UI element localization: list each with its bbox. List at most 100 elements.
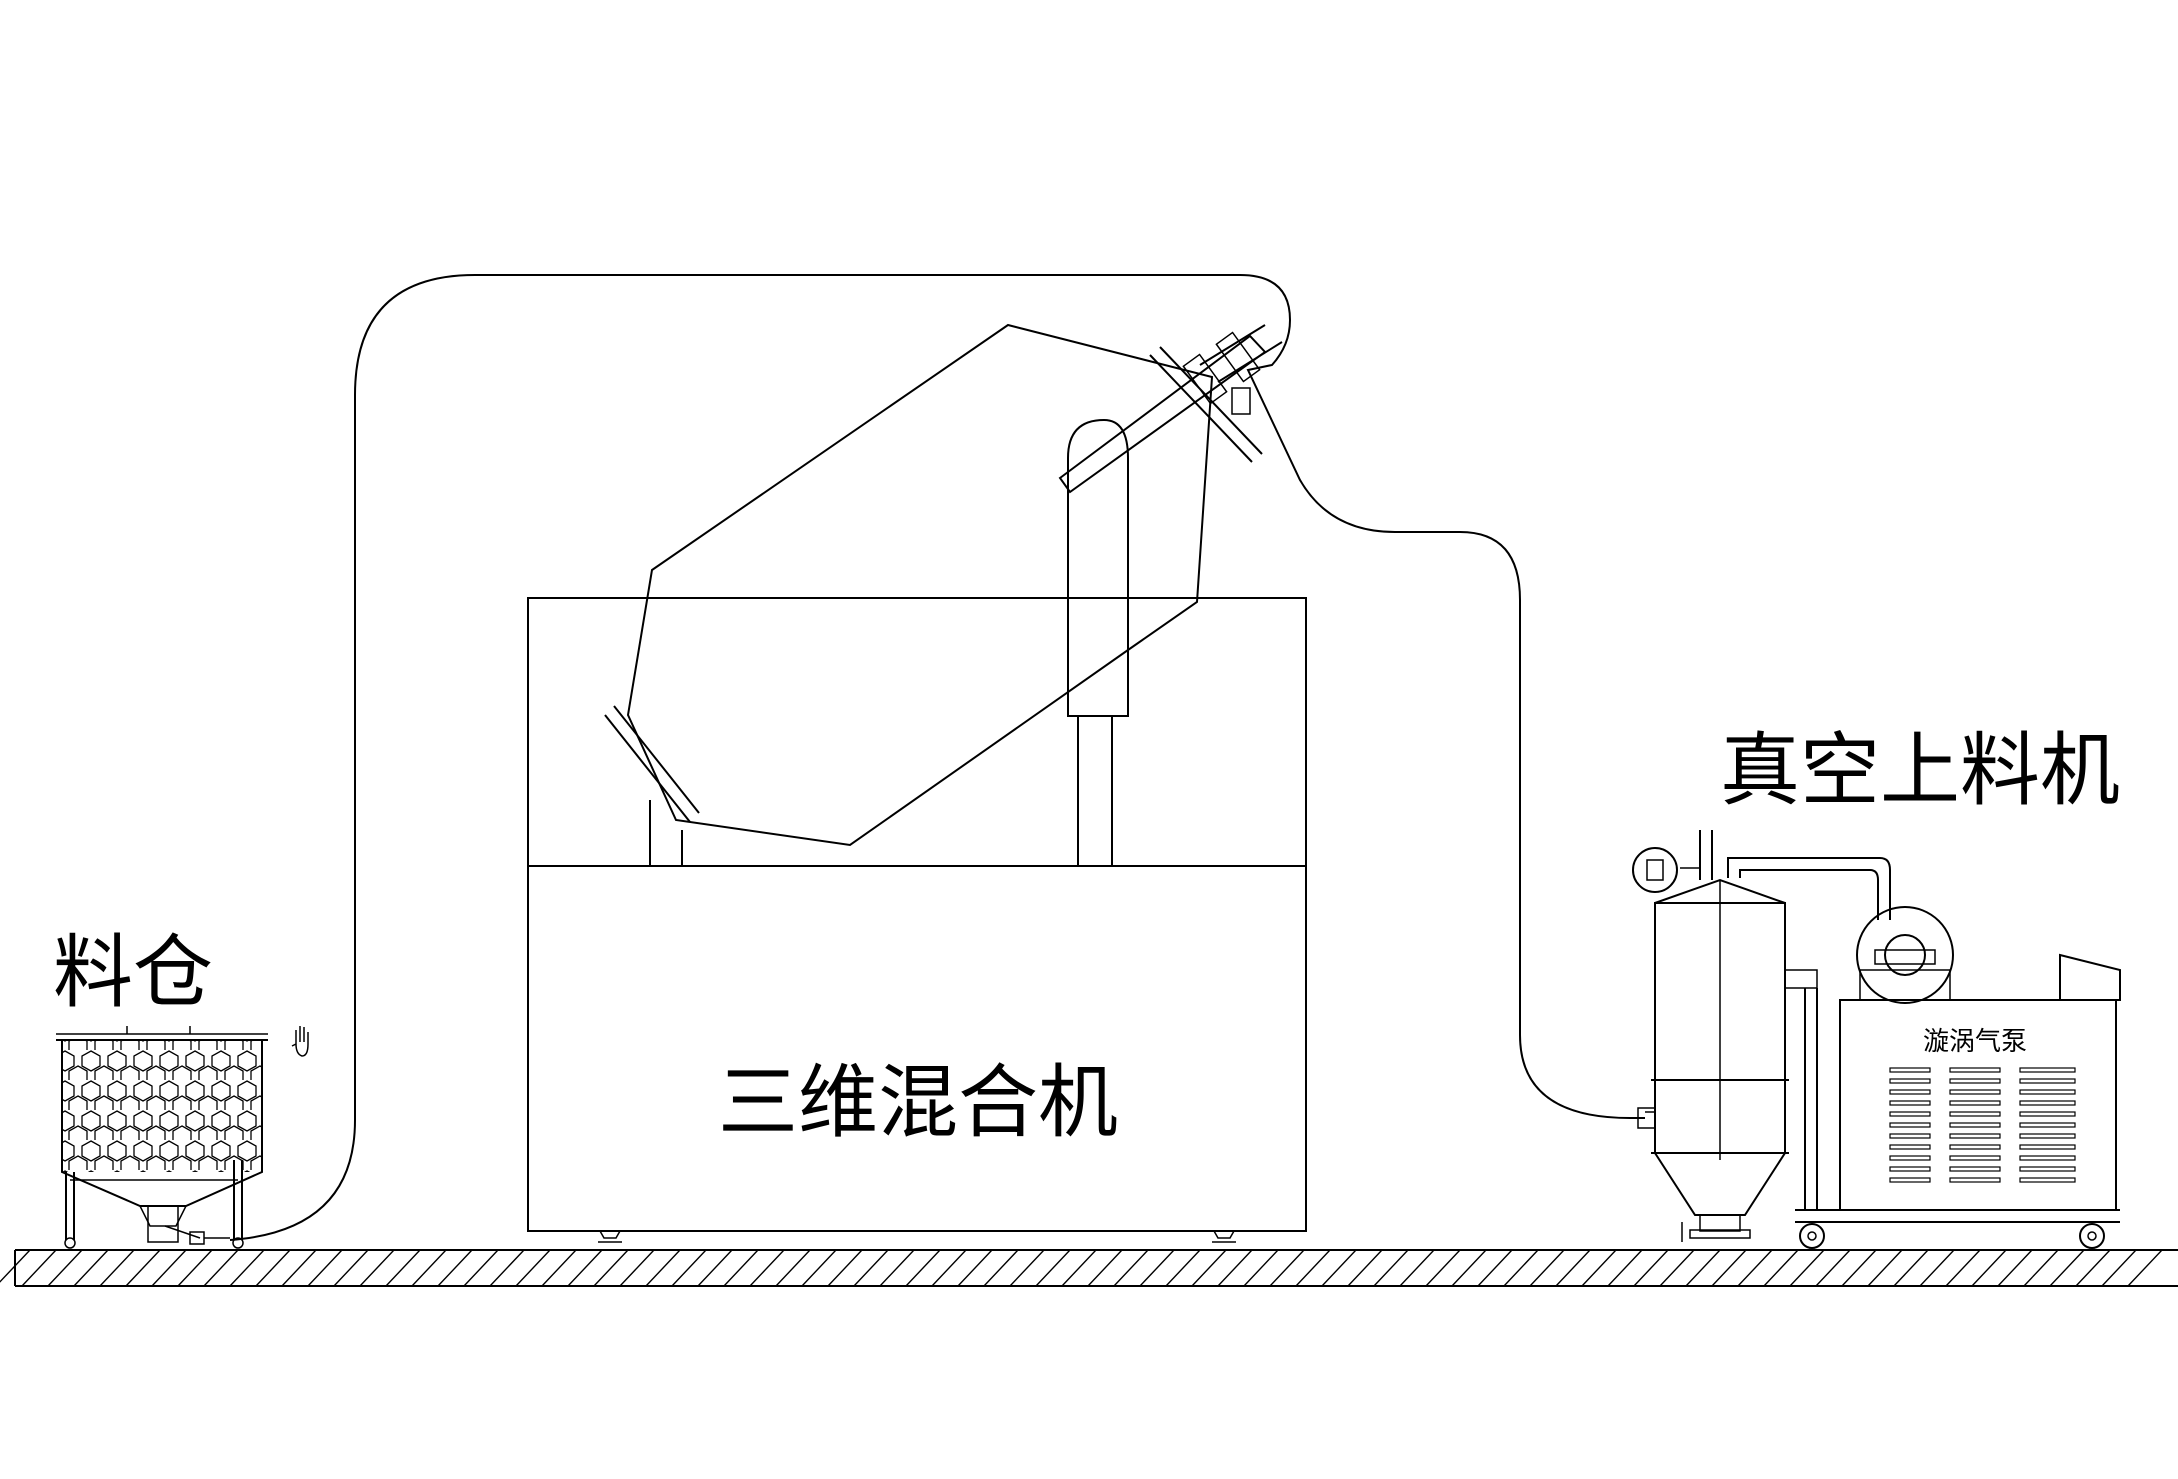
hatch-line <box>1451 1249 1487 1287</box>
hatch-line <box>1321 1249 1357 1287</box>
hatch-line <box>1373 1249 1409 1287</box>
vent-slot <box>1949 1166 2001 1172</box>
vent-slot <box>1889 1177 1931 1183</box>
hatch-line <box>1425 1249 1461 1287</box>
hatch-line <box>203 1249 239 1287</box>
vent-slot <box>2019 1122 2076 1128</box>
vent-slot <box>2019 1067 2076 1073</box>
hatch-line <box>307 1249 343 1287</box>
hatch-line <box>1841 1249 1877 1287</box>
vent-slot <box>1889 1100 1931 1106</box>
hatch-line <box>931 1249 967 1287</box>
hatch-line <box>125 1249 161 1287</box>
hatch-line <box>541 1249 577 1287</box>
hatch-line <box>1087 1249 1123 1287</box>
vent-slot <box>1949 1155 2001 1161</box>
cabinet-vents <box>1889 1067 2076 1183</box>
hatch-line <box>645 1249 681 1287</box>
vent-slot <box>1889 1111 1931 1117</box>
vent-slot <box>1889 1078 1931 1084</box>
hatch-line <box>411 1249 447 1287</box>
hatch-line <box>255 1249 291 1287</box>
hatch-line <box>1867 1249 1903 1287</box>
hatch-line <box>463 1249 499 1287</box>
hatch-line <box>1685 1249 1721 1287</box>
vacuum-loader-label: 真空上料机 <box>1720 724 2120 817</box>
vortex-pump-label: 漩涡气泵 <box>1923 1027 2027 1057</box>
vent-slot <box>2019 1100 2076 1106</box>
hatch-line <box>1945 1249 1981 1287</box>
vent-slot <box>2019 1133 2076 1139</box>
hatch-line <box>827 1249 863 1287</box>
hatch-line <box>1243 1249 1279 1287</box>
mixer-label: 三维混合机 <box>718 1056 1118 1149</box>
hatch-line <box>853 1249 889 1287</box>
hatch-line <box>1815 1249 1851 1287</box>
hatch-line <box>1555 1249 1591 1287</box>
hatch-line <box>1009 1249 1045 1287</box>
hatch-line <box>99 1249 135 1287</box>
vent-slot <box>1889 1089 1931 1095</box>
hatch-line <box>47 1249 83 1287</box>
hatch-line <box>281 1249 317 1287</box>
vent-slot <box>1949 1078 2001 1084</box>
vent-slot <box>1949 1100 2001 1106</box>
hatch-line <box>437 1249 473 1287</box>
hatch-line <box>1633 1249 1669 1287</box>
hatch-line <box>723 1249 759 1287</box>
hatch-line <box>2023 1249 2059 1287</box>
hatch-line <box>1165 1249 1201 1287</box>
hopper: 料仓 <box>53 926 309 1249</box>
hatch-line <box>359 1249 395 1287</box>
vent-slot <box>1889 1166 1931 1172</box>
hatch-line <box>1789 1249 1825 1287</box>
hatch-line <box>619 1249 655 1287</box>
vent-slot <box>1949 1111 2001 1117</box>
hatch-line <box>1347 1249 1383 1287</box>
hatch-line <box>1607 1249 1643 1287</box>
hatch-line <box>1659 1249 1695 1287</box>
hatch-line <box>73 1249 109 1287</box>
hatch-line <box>1113 1249 1149 1287</box>
hatch-line <box>1191 1249 1227 1287</box>
hatch-line <box>333 1249 369 1287</box>
vent-slot <box>1949 1122 2001 1128</box>
vent-slot <box>1889 1133 1931 1139</box>
vent-slot <box>1949 1067 2001 1073</box>
vent-slot <box>1949 1177 2001 1183</box>
hatch-line <box>177 1249 213 1287</box>
hatch-line <box>1503 1249 1539 1287</box>
hatch-line <box>775 1249 811 1287</box>
hatch-line <box>21 1249 57 1287</box>
hatch-line <box>2049 1249 2085 1287</box>
conveying-pipe <box>229 274 1645 1241</box>
hatch-line <box>151 1249 187 1287</box>
hatch-line <box>1711 1249 1747 1287</box>
vent-slot <box>2019 1144 2076 1150</box>
hatch-line <box>1737 1249 1773 1287</box>
hatch-line <box>1581 1249 1617 1287</box>
vent-slot <box>1949 1144 2001 1150</box>
vent-slot <box>2019 1078 2076 1084</box>
vent-slot <box>2019 1166 2076 1172</box>
ground <box>0 1249 2178 1287</box>
hatch-line <box>0 1249 31 1283</box>
ground-hatching <box>0 1249 2163 1287</box>
hatch-line <box>697 1249 733 1287</box>
hatch-line <box>1997 1249 2033 1287</box>
hatch-line <box>671 1249 707 1287</box>
hatch-line <box>1295 1249 1331 1287</box>
vent-slot <box>2019 1111 2076 1117</box>
hatch-line <box>1971 1249 2007 1287</box>
vacuum-loader: 真空上料机 漩涡气泵 <box>1632 724 2121 1249</box>
hatch-line <box>957 1249 993 1287</box>
hatch-line <box>879 1249 915 1287</box>
vent-slot <box>1889 1122 1931 1128</box>
hatch-line <box>1763 1249 1799 1287</box>
hatch-line <box>1035 1249 1071 1287</box>
hatch-line <box>1269 1249 1305 1287</box>
hatch-line <box>749 1249 785 1287</box>
hatch-line <box>593 1249 629 1287</box>
vent-slot <box>2019 1177 2076 1183</box>
